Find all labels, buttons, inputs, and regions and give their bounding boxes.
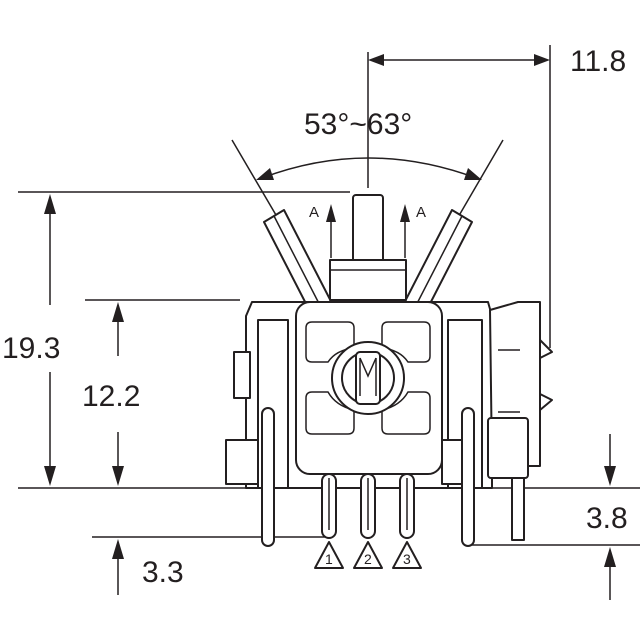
dimension-12-2: 12.2 [82, 302, 140, 486]
dimension-label-19-3: 19.3 [2, 332, 60, 365]
pin-marker-3: 3 [392, 541, 422, 569]
dimension-label-11-8: 11.8 [570, 45, 626, 78]
dimension-3-3: 3.3 [112, 539, 184, 595]
pin-label-2: 2 [364, 551, 372, 567]
terminal-pins [321, 473, 415, 539]
dimension-label-3-8: 3.8 [586, 502, 628, 535]
component-body: A A [225, 194, 553, 547]
right-bracket [441, 319, 483, 547]
dimension-label-3-3: 3.3 [142, 556, 184, 589]
pin-marker-1: 1 [314, 541, 344, 569]
pin-markers: 1 2 3 [314, 541, 422, 569]
pin-marker-2: 2 [353, 541, 383, 569]
side-switch [487, 301, 553, 541]
dimension-11-8: 11.8 [368, 45, 626, 78]
direction-label-right: A [416, 204, 426, 221]
direction-marker-left: A [309, 204, 336, 258]
dimension-3-8: 3.8 [586, 434, 628, 600]
pin-label-1: 1 [325, 551, 333, 567]
dimension-19-3: 19.3 [2, 194, 60, 486]
dimension-label-12-2: 12.2 [82, 380, 140, 413]
front-housing [295, 301, 443, 475]
dimension-label-angle: 53°~63° [304, 108, 412, 141]
left-bracket [225, 319, 289, 547]
direction-label-left: A [309, 204, 319, 221]
shaft [329, 194, 407, 304]
direction-marker-right: A [400, 204, 426, 258]
dimension-angle: 53°~63° [256, 108, 482, 180]
pin-label-3: 3 [403, 551, 411, 567]
